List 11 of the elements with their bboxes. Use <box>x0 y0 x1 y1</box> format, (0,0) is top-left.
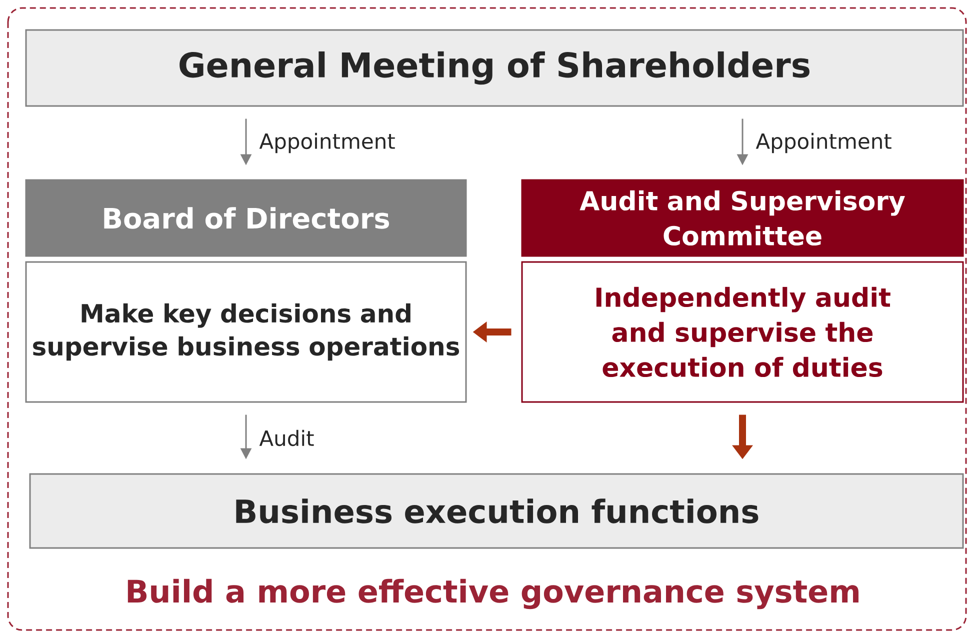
body-box: Independently audit and supervise the execution of duties <box>521 261 964 403</box>
edge-label: Appointment <box>258 132 396 154</box>
dashed-frame <box>7 7 967 631</box>
header-box: Board of Directors <box>25 179 467 257</box>
frame-heading: Build a more effective governance system <box>128 578 858 610</box>
edge-label: Appointment <box>754 132 893 154</box>
body-box: Make key decisions and supervise business operations <box>25 261 467 403</box>
header-box: Audit and Supervisory Committee <box>521 179 964 257</box>
title-box: Business execution functions <box>29 473 964 549</box>
title-box: General Meeting of Shareholders <box>25 29 964 107</box>
edge-label: Audit <box>258 428 316 448</box>
